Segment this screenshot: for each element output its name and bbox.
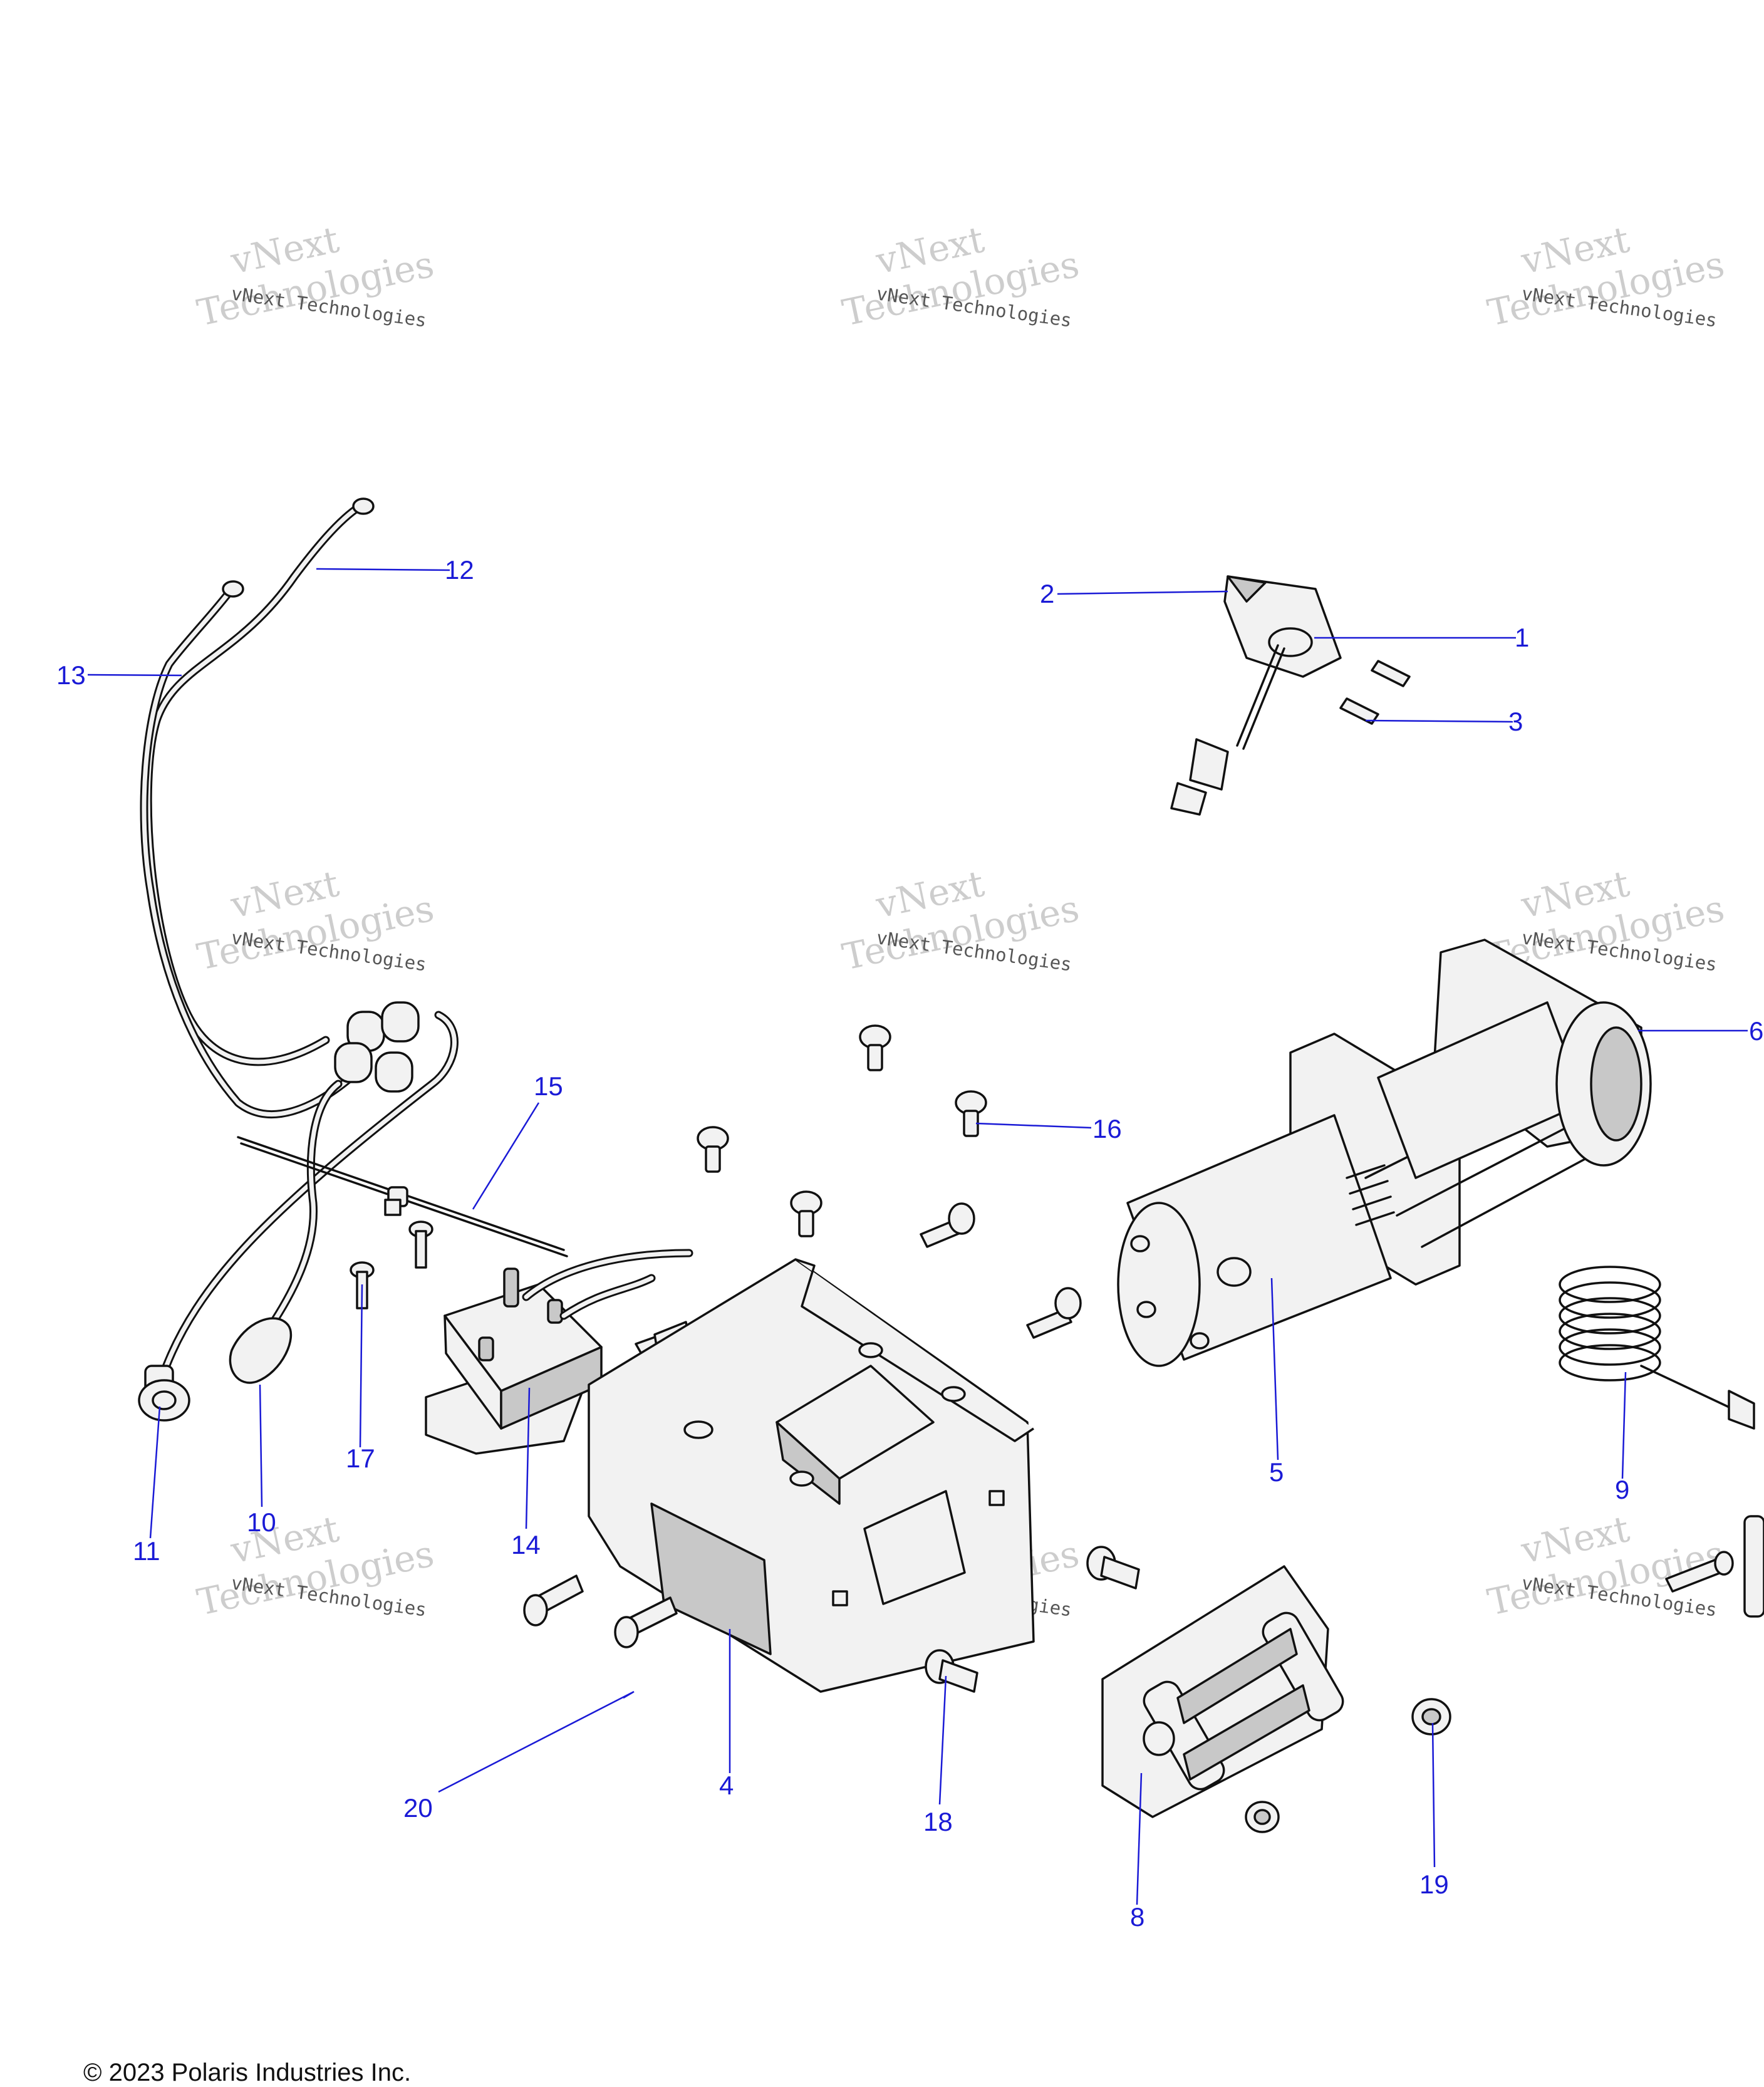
callout-1[interactable]: 1 bbox=[1515, 623, 1529, 652]
callout-9[interactable]: 9 bbox=[1615, 1475, 1629, 1504]
bolts-18 bbox=[925, 1546, 1140, 1693]
solenoid-boots-and-cables bbox=[138, 1001, 459, 1422]
winch-assembly-5-6 bbox=[1117, 939, 1652, 1367]
terminal-boot-10 bbox=[229, 1317, 293, 1384]
callout-3[interactable]: 3 bbox=[1508, 707, 1523, 736]
callout-6[interactable]: 6 bbox=[1749, 1016, 1763, 1046]
cable-15 bbox=[237, 1136, 568, 1257]
nut-19 bbox=[1411, 1698, 1451, 1736]
terminal-boot bbox=[381, 1001, 420, 1043]
callout-20[interactable]: 20 bbox=[403, 1793, 433, 1823]
terminal-boot bbox=[334, 1042, 373, 1083]
callout-4[interactable]: 4 bbox=[719, 1771, 734, 1800]
callout-18[interactable]: 18 bbox=[923, 1807, 953, 1836]
copyright-notice: © 2023 Polaris Industries Inc. bbox=[83, 2059, 412, 2086]
bolt bbox=[1026, 1287, 1082, 1339]
callout-16[interactable]: 16 bbox=[1092, 1114, 1122, 1143]
contactor-solenoid-14 bbox=[425, 1249, 693, 1455]
bolt bbox=[955, 1090, 987, 1137]
roller-fairlead-8 bbox=[1101, 1565, 1344, 1833]
callout-12[interactable]: 12 bbox=[445, 555, 474, 585]
watermark: vNext Technologies bbox=[1484, 218, 1728, 335]
bolt bbox=[920, 1202, 975, 1248]
leader-lines bbox=[87, 568, 1748, 1905]
bolt bbox=[697, 1126, 729, 1173]
callout-14[interactable]: 14 bbox=[511, 1530, 541, 1559]
wire-rope-9 bbox=[1559, 1266, 1755, 1430]
bolt bbox=[790, 1190, 822, 1237]
mounting-bracket-4 bbox=[588, 1258, 1035, 1693]
hook-fitting bbox=[1665, 1515, 1764, 1618]
bolts-20 bbox=[523, 1574, 678, 1648]
callout-5[interactable]: 5 bbox=[1269, 1457, 1284, 1487]
handlebar-switch-1-2-3 bbox=[1170, 575, 1411, 816]
callout-labels: 1 2 3 4 5 6 8 9 10 11 12 13 14 15 16 17 … bbox=[56, 555, 1763, 1932]
callout-8[interactable]: 8 bbox=[1130, 1902, 1144, 1932]
ring-terminal bbox=[352, 497, 375, 515]
bolts-16 bbox=[697, 1024, 1082, 1339]
callout-2[interactable]: 2 bbox=[1040, 579, 1054, 608]
bolt bbox=[859, 1024, 891, 1071]
callout-15[interactable]: 15 bbox=[534, 1071, 563, 1101]
callout-10[interactable]: 10 bbox=[247, 1507, 276, 1537]
callout-19[interactable]: 19 bbox=[1419, 1870, 1449, 1899]
bolt-17 bbox=[350, 1220, 433, 1309]
callout-17[interactable]: 17 bbox=[346, 1444, 375, 1473]
terminal-boot bbox=[375, 1051, 413, 1093]
battery-cables-12-13 bbox=[140, 497, 375, 1119]
callout-13[interactable]: 13 bbox=[56, 660, 86, 690]
callout-11[interactable]: 11 bbox=[133, 1536, 160, 1566]
ring-terminal bbox=[222, 580, 244, 598]
